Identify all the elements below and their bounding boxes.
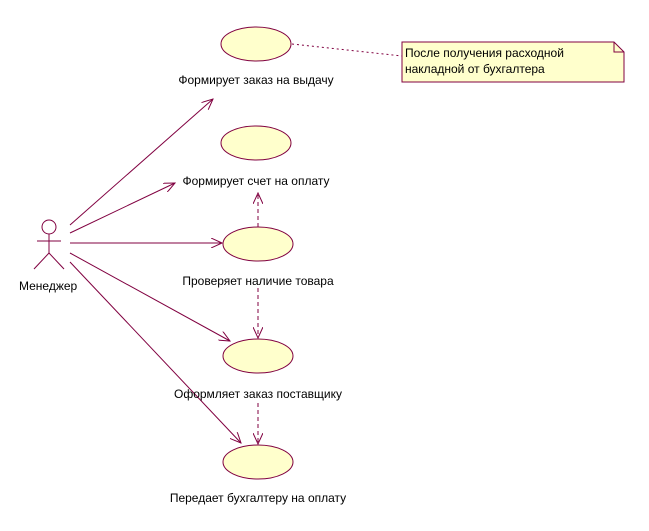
usecase-label-uc5: Передает бухгалтеру на оплату (169, 491, 347, 505)
usecase-label-uc3: Проверяет наличие товара (182, 274, 334, 288)
actor-head (41, 219, 57, 235)
note-shape[interactable] (401, 41, 625, 83)
usecase-ellipse-uc1[interactable] (220, 26, 292, 62)
actor-label: Менеджер (19, 279, 78, 293)
usecase-label-uc2: Формирует счет на оплату (182, 174, 330, 188)
note-link-uc1[interactable] (291, 43, 403, 57)
usecase-label-uc1: Формирует заказ на выдачу (178, 73, 334, 87)
usecase-label-uc4: Оформляет заказ поставщику (173, 387, 343, 401)
actor-left-leg (33, 252, 50, 270)
usecase-ellipse-uc4[interactable] (222, 338, 294, 374)
note-text-line-1: После получения расходной (405, 46, 564, 60)
association-actor-uc4[interactable] (69, 252, 230, 341)
usecase-ellipse-uc5[interactable] (222, 444, 294, 480)
actor-right-leg (48, 252, 65, 270)
actor-figure[interactable] (33, 219, 65, 270)
association-actor-uc2[interactable] (69, 183, 175, 234)
association-actor-uc5[interactable] (69, 261, 241, 443)
usecase-ellipse-uc3[interactable] (222, 226, 294, 262)
usecase-ellipse-uc2[interactable] (220, 125, 292, 161)
association-actor-uc1[interactable] (69, 99, 213, 226)
note-text-line-2: накладной от бухгалтера (405, 62, 545, 76)
